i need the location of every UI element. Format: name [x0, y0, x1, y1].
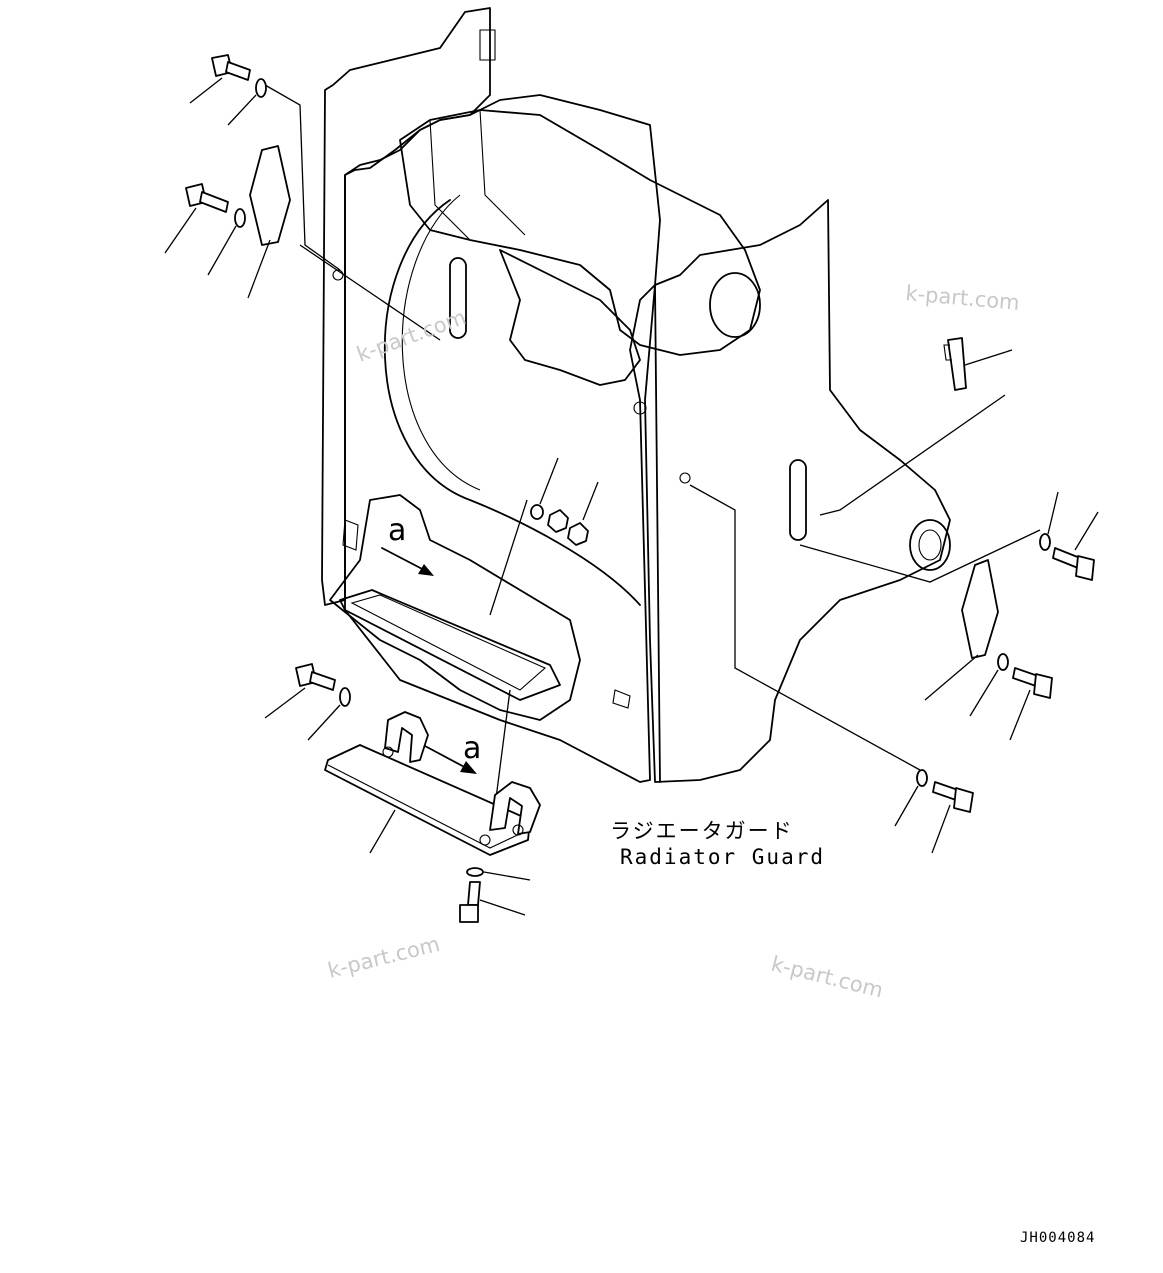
bolt-right-lower — [931, 781, 974, 854]
caption-japanese: ラジエータガード — [610, 819, 794, 843]
bracket-right-upper — [943, 337, 1013, 391]
watermark-right: k-part.com — [905, 281, 1021, 315]
bolt-bottom — [459, 881, 526, 923]
view-arrow-lower: a — [424, 731, 481, 774]
bolt-lower-left — [264, 663, 336, 719]
view-label-upper: a — [388, 513, 406, 548]
nut-center — [547, 481, 599, 546]
bolt-upper-left — [189, 54, 251, 104]
gasket-plate-right — [924, 559, 999, 701]
washer-mid-left — [207, 208, 246, 276]
bolt-mid-left — [164, 183, 229, 254]
radiator-frame — [321, 7, 951, 783]
view-arrow-upper: a — [381, 513, 434, 576]
assembly-leader-lines — [264, 84, 1041, 846]
drawing-code: JH004084 — [1020, 1230, 1095, 1246]
washer-lower-left — [307, 687, 351, 741]
bolt-right-mid — [1009, 667, 1053, 741]
watermark-lower-left: k-part.com — [325, 932, 442, 983]
watermark-lower-right: k-part.com — [769, 952, 886, 1003]
gasket-plate-left — [247, 145, 291, 299]
caption-english: Radiator Guard — [620, 845, 825, 869]
washer-center — [530, 457, 559, 520]
washer-right-upper — [1039, 491, 1059, 551]
guard-plate-with-hooks — [324, 711, 541, 856]
view-label-lower: a — [463, 731, 481, 766]
washer-upper-left — [227, 78, 267, 126]
washer-right-mid — [969, 653, 1009, 717]
washer-right-lower — [894, 769, 928, 827]
washer-bottom — [466, 867, 531, 881]
bolt-right-upper — [1052, 511, 1099, 581]
